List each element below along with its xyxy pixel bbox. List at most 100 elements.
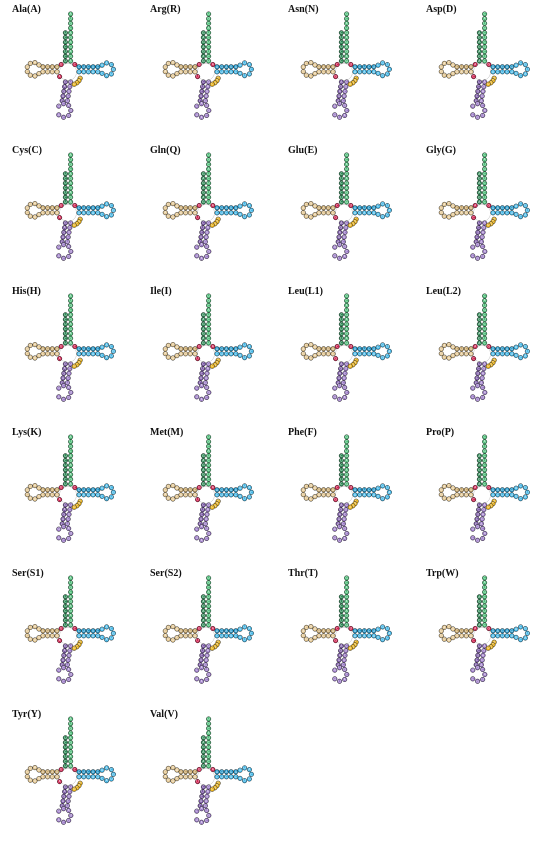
svg-text:A: A (83, 493, 86, 497)
acceptor-tail-nucleotide: A (206, 730, 212, 736)
acceptor-stem-nucleotide: G (68, 739, 74, 746)
svg-text:C: C (483, 332, 486, 336)
svg-text:C: C (194, 347, 197, 351)
svg-text:A: A (200, 256, 203, 260)
svg-text:C: C (101, 494, 104, 498)
svg-text:A: A (59, 639, 62, 643)
acceptor-stem-nucleotide: U (338, 457, 344, 464)
acceptor-stem-nucleotide: U (206, 603, 212, 609)
anticodon-loop-nucleotide: G (56, 244, 62, 250)
svg-text:A: A (239, 212, 242, 216)
svg-text:C: C (344, 512, 347, 516)
tpsic-loop-nucleotide: G (110, 66, 116, 72)
tpsic-stem-nucleotide: U (499, 351, 505, 357)
svg-text:U: U (83, 65, 86, 69)
svg-text:U: U (207, 604, 210, 608)
anticodon-loop-nucleotide: C (480, 385, 486, 391)
svg-text:A: A (176, 768, 179, 772)
svg-text:A: A (78, 502, 81, 506)
dhu-loop-nucleotide: G (450, 344, 456, 350)
acceptor-stem-nucleotide: A (476, 190, 482, 196)
svg-text:U: U (350, 63, 353, 67)
svg-text:C: C (340, 595, 343, 599)
dhu-loop-nucleotide: A (300, 346, 306, 352)
svg-text:U: U (64, 482, 67, 486)
svg-text:C: C (211, 364, 214, 368)
acceptor-stem-nucleotide: C (206, 44, 212, 50)
svg-text:G: G (63, 653, 66, 657)
acceptor-tail-nucleotide: A (344, 443, 350, 449)
svg-text:A: A (524, 72, 527, 76)
svg-text:A: A (70, 31, 73, 35)
anticodon-stem-nucleotide: G (336, 234, 342, 240)
anticodon-stem-nucleotide: A (203, 516, 209, 522)
dhu-loop-nucleotide: U (32, 355, 38, 361)
svg-text:A: A (332, 65, 335, 69)
svg-text:C: C (305, 625, 308, 629)
svg-text:C: C (483, 322, 486, 326)
svg-text:G: G (345, 341, 348, 345)
dhu-loop-nucleotide: C (36, 626, 42, 632)
junction-nucleotide: U (195, 779, 201, 785)
dhu-loop-nucleotide: G (24, 205, 30, 211)
acceptor-stem-nucleotide: U (62, 49, 68, 55)
svg-text:U: U (46, 493, 49, 497)
svg-text:G: G (38, 354, 41, 358)
svg-text:C: C (67, 94, 70, 98)
svg-text:C: C (345, 644, 348, 648)
anticodon-loop-nucleotide: G (66, 817, 72, 823)
dhu-loop-nucleotide: C (441, 213, 447, 219)
svg-text:U: U (243, 343, 246, 347)
acceptor-stem-nucleotide: U (62, 199, 68, 205)
acceptor-stem-nucleotide: G (476, 316, 482, 323)
acceptor-stem-nucleotide: A (344, 44, 350, 50)
tpsic-loop-nucleotide: A (104, 778, 110, 784)
svg-text:C: C (76, 222, 79, 226)
svg-text:C: C (483, 576, 486, 580)
svg-text:U: U (478, 644, 481, 648)
tpsic-stem-nucleotide: G (357, 69, 363, 75)
acceptor-stem-nucleotide: A (344, 326, 350, 332)
svg-text:C: C (74, 204, 77, 208)
svg-text:C: C (477, 85, 480, 89)
dhu-loop-nucleotide: A (27, 495, 33, 501)
anticodon-stem-nucleotide: A (338, 79, 344, 85)
tpsic-stem-nucleotide: C (233, 69, 239, 75)
svg-text:G: G (58, 386, 61, 390)
tpsic-stem-nucleotide: G (366, 633, 372, 639)
svg-text:U: U (34, 497, 37, 501)
tpsic-stem-nucleotide: G (357, 210, 363, 216)
dhu-loop-nucleotide: G (165, 624, 171, 630)
svg-text:A: A (205, 235, 208, 239)
acceptor-stem-nucleotide: A (476, 39, 482, 45)
dhu-stem-nucleotide: U (54, 69, 60, 75)
svg-text:U: U (196, 677, 199, 681)
dhu-loop-nucleotide: U (170, 342, 176, 348)
svg-text:C: C (78, 629, 81, 633)
svg-text:A: A (339, 653, 342, 657)
acceptor-tail-nucleotide: U (482, 302, 488, 308)
dhu-loop-nucleotide: C (36, 767, 42, 773)
anticodon-stem-nucleotide: U (66, 88, 72, 94)
anticodon-stem-nucleotide: U (64, 380, 70, 386)
variable-loop-nucleotide: G (71, 81, 77, 87)
svg-text:G: G (202, 595, 205, 599)
svg-text:U: U (207, 200, 210, 204)
tpsic-stem-nucleotide: U (509, 210, 515, 216)
junction-nucleotide: G (196, 202, 202, 209)
svg-text:C: C (483, 153, 486, 157)
tpsic-loop-nucleotide: G (237, 626, 243, 632)
tpsic-stem-nucleotide: A (495, 346, 501, 352)
dhu-stem-nucleotide: C (330, 210, 336, 216)
dhu-loop-nucleotide: U (27, 483, 33, 489)
svg-text:U: U (373, 629, 376, 633)
dhu-loop-nucleotide: C (162, 487, 168, 493)
junction-nucleotide: A (57, 779, 63, 785)
variable-loop-nucleotide: G (71, 504, 77, 510)
svg-text:G: G (167, 61, 170, 65)
svg-text:C: C (345, 581, 348, 585)
svg-text:U: U (377, 71, 380, 75)
svg-text:G: G (488, 627, 491, 631)
